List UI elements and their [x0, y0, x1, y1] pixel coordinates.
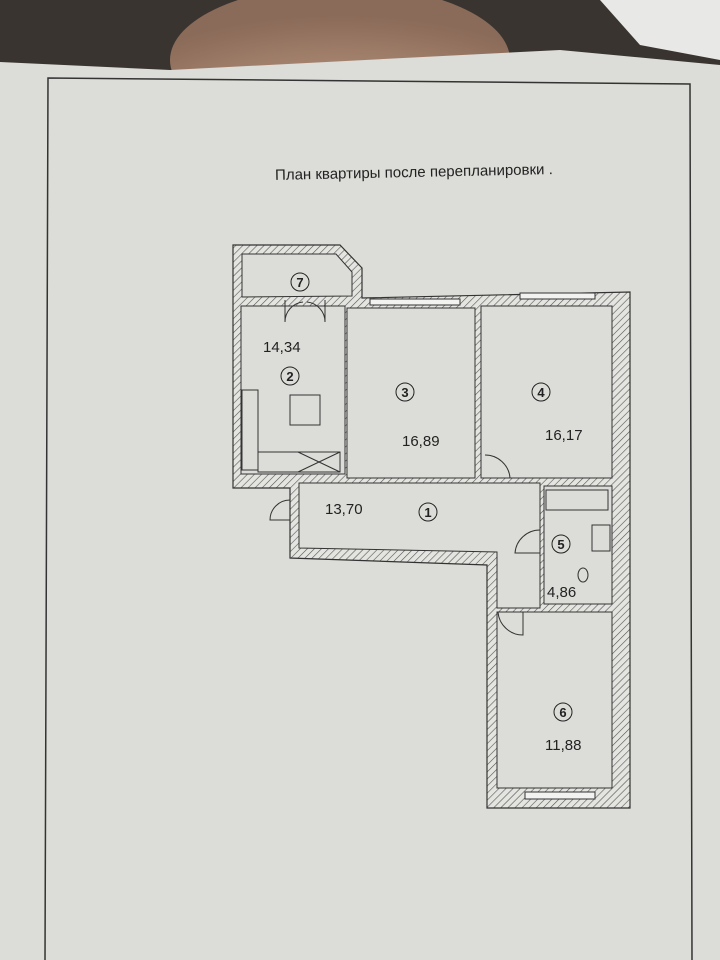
paper-corner: [600, 0, 720, 60]
window: [369, 298, 461, 306]
room-area-5: 4,86: [547, 584, 576, 601]
sink-icon: [591, 524, 611, 552]
room-area-3: 16,89: [402, 433, 440, 450]
room-area-2: 14,34: [263, 339, 301, 356]
toilet-icon: [577, 567, 589, 583]
kitchen-cabinet: [297, 451, 341, 473]
room-number-2: 2: [286, 369, 293, 384]
room-6: [496, 611, 613, 789]
room-number-3: 3: [401, 385, 408, 400]
table-icon: [289, 394, 321, 426]
door-room-6: [497, 611, 524, 636]
room-4: [480, 305, 613, 479]
entrance-door: [269, 499, 291, 521]
room-number-7: 7: [296, 275, 303, 290]
room-area-4: 16,17: [545, 427, 583, 444]
kitchen-counter: [241, 389, 259, 471]
room-area-6: 11,88: [545, 737, 581, 754]
room-number-1: 1: [424, 505, 431, 520]
window: [524, 791, 596, 800]
room-1-hall: [298, 482, 541, 609]
room-3: [346, 307, 476, 479]
page-frame: [44, 77, 693, 960]
bathtub-icon: [545, 489, 609, 511]
door-room-4: [484, 454, 511, 479]
balcony-door: [284, 300, 326, 323]
room-number-4: 4: [537, 385, 545, 400]
room-7-balcony: [241, 253, 353, 298]
room-area-1: 13,70: [325, 501, 363, 518]
window: [519, 292, 596, 300]
room-number-6: 6: [559, 705, 566, 720]
plan-title: План квартиры после перепланировки .: [275, 161, 553, 184]
room-labels: 7 2 14,34 3 16,89 4 16,17 1 13,70 5 4,86…: [263, 272, 583, 754]
room-5-bathroom: [543, 485, 613, 605]
floor-plan: [232, 244, 631, 809]
room-number-5: 5: [557, 537, 564, 552]
door-bathroom: [514, 529, 541, 554]
